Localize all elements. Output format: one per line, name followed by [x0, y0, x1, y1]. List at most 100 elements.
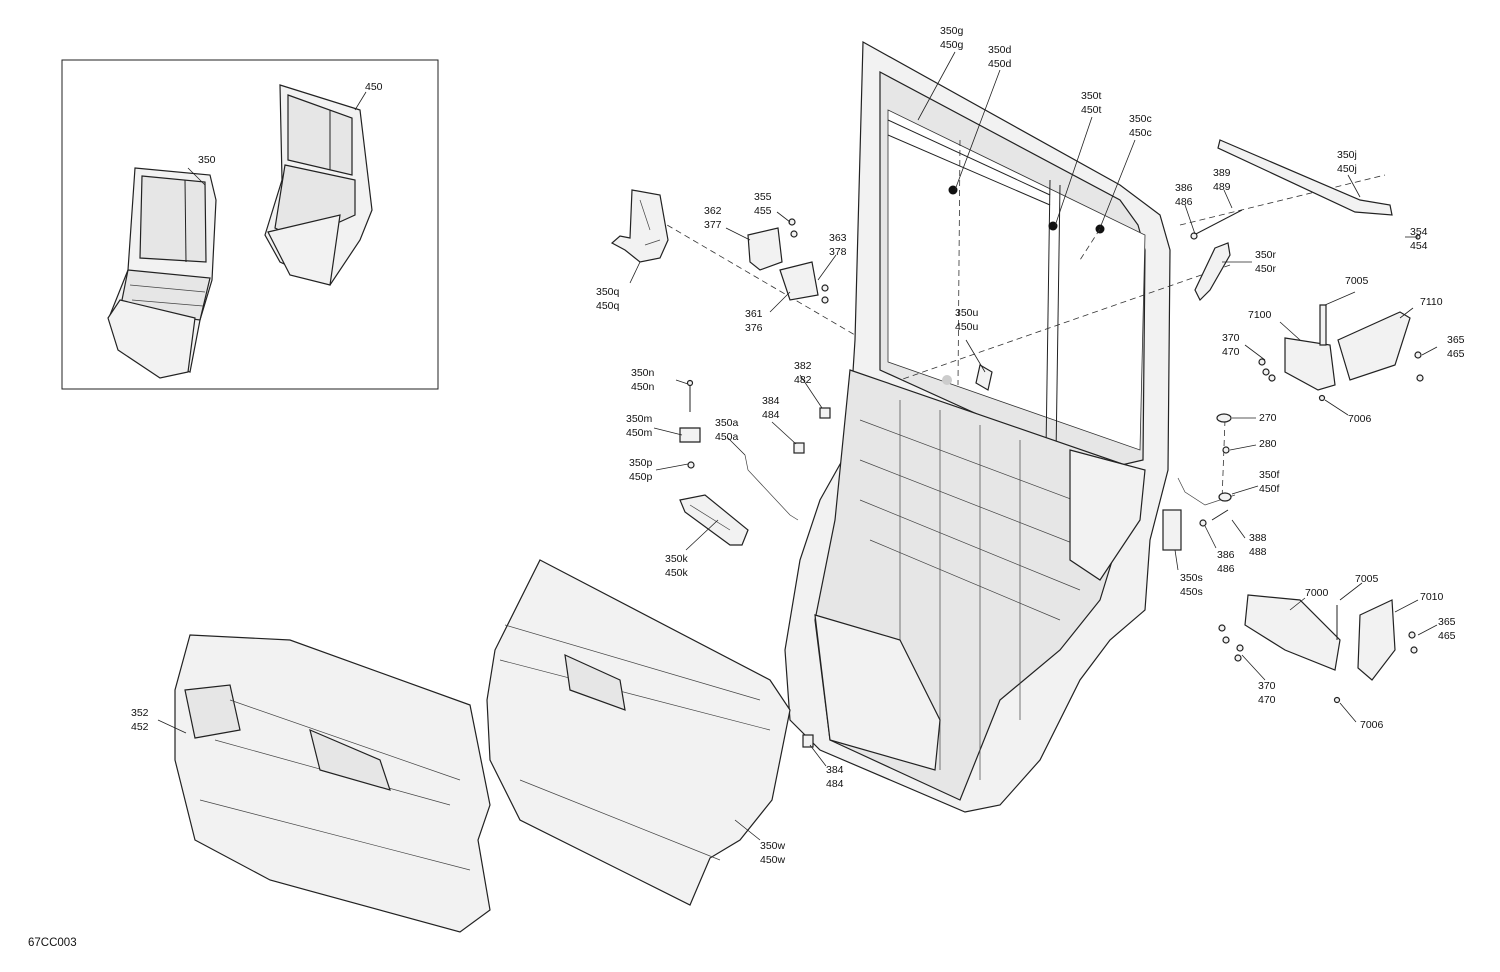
callout-363-b: 378 — [829, 246, 847, 258]
callout-350k-a: 350k — [665, 553, 689, 565]
callout-350r-b: 450r — [1255, 263, 1277, 275]
callout-352-a: 352 — [131, 707, 149, 719]
callout-280: 280 — [1259, 438, 1277, 450]
callout-386a-b: 486 — [1175, 196, 1193, 208]
bracket-361 — [779, 261, 819, 301]
callout-382-a: 382 — [794, 360, 812, 372]
callout-363-a: 363 — [829, 232, 847, 244]
callout-350f-a: 350f — [1259, 469, 1280, 481]
callout-labels: 350g 450g 350d 450d 350t 450t 350c 450c … — [131, 25, 1465, 866]
callout-350g-a: 350g — [940, 25, 964, 37]
callout-362-b: 377 — [704, 219, 722, 231]
callout-365a-b: 465 — [1447, 348, 1465, 360]
callout-7100: 7100 — [1248, 309, 1272, 321]
callout-7005a: 7005 — [1345, 275, 1369, 287]
callout-384a-a: 384 — [762, 395, 780, 407]
lock-parts-350n — [679, 379, 799, 521]
inset-label-350: 350 — [198, 154, 216, 166]
callout-370b-b: 470 — [1258, 694, 1276, 706]
interior-panel-350w — [486, 559, 791, 906]
callout-270: 270 — [1259, 412, 1277, 424]
callout-350u-b: 450u — [955, 321, 979, 333]
callout-350j-a: 350j — [1337, 149, 1357, 161]
callout-350g-b: 450g — [940, 39, 964, 51]
callout-7000: 7000 — [1305, 587, 1329, 599]
callout-389-a: 389 — [1213, 167, 1231, 179]
callout-388-b: 488 — [1249, 546, 1267, 558]
callout-350a-a: 350a — [715, 417, 739, 429]
callout-370a-b: 470 — [1222, 346, 1240, 358]
callout-350w-b: 450w — [760, 854, 786, 866]
callout-370b-a: 370 — [1258, 680, 1276, 692]
callout-370a-a: 370 — [1222, 332, 1240, 344]
inset-door-450 — [264, 84, 373, 286]
strut-350r — [1190, 209, 1421, 302]
callout-355-b: 455 — [754, 205, 772, 217]
window-rail-350j — [1217, 139, 1393, 216]
callout-350n-a: 350n — [631, 367, 655, 379]
callout-386a-a: 386 — [1175, 182, 1193, 194]
callout-350p-b: 450p — [629, 471, 653, 483]
callout-384a-b: 484 — [762, 409, 780, 421]
callout-7005b: 7005 — [1355, 573, 1379, 585]
inset-door-350 — [107, 167, 217, 379]
callout-350m-a: 350m — [626, 413, 653, 425]
callout-384b-b: 484 — [826, 778, 844, 790]
interior-panel-352 — [174, 634, 491, 933]
callout-350m-b: 450m — [626, 427, 653, 439]
callout-350q-a: 350q — [596, 286, 620, 298]
callout-350s-b: 450s — [1180, 586, 1203, 598]
callout-365b-b: 465 — [1438, 630, 1456, 642]
drawing-id: 67CC003 — [28, 937, 77, 949]
callout-365b-a: 365 — [1438, 616, 1456, 628]
callout-350w-a: 350w — [760, 840, 786, 852]
callout-7006b: 7006 — [1360, 719, 1384, 731]
callout-350t-b: 450t — [1081, 104, 1102, 116]
door-frame — [784, 40, 1171, 813]
callout-365a-a: 365 — [1447, 334, 1465, 346]
callout-361-a: 361 — [745, 308, 763, 320]
callout-350j-b: 450j — [1337, 163, 1357, 175]
callout-7010: 7010 — [1420, 591, 1444, 603]
callout-350a-b: 450a — [715, 431, 739, 443]
callout-384b-a: 384 — [826, 764, 844, 776]
callout-361-b: 376 — [745, 322, 763, 334]
callout-350f-b: 450f — [1259, 483, 1280, 495]
bracket-362 — [747, 227, 783, 271]
callout-350r-a: 350r — [1255, 249, 1277, 261]
hinge-lower — [1218, 594, 1418, 704]
screws-355 — [788, 218, 829, 304]
latch-350q — [610, 189, 669, 263]
callout-7006a: 7006 — [1348, 413, 1372, 425]
callout-7110: 7110 — [1420, 296, 1443, 308]
clips-382-384 — [793, 407, 831, 748]
callout-350c-a: 350c — [1129, 113, 1152, 125]
hinge-upper — [1258, 304, 1424, 402]
callout-350d-b: 450d — [988, 58, 1012, 70]
handle-350k — [679, 494, 749, 546]
callout-389-b: 489 — [1213, 181, 1231, 193]
callout-388-a: 388 — [1249, 532, 1267, 544]
inset-panel: 350 450 — [61, 59, 439, 390]
callout-350n-b: 450n — [631, 381, 655, 393]
callout-362-a: 362 — [704, 205, 722, 217]
inset-label-450: 450 — [365, 81, 383, 93]
callout-354-a: 354 — [1410, 226, 1428, 238]
callout-352-b: 452 — [131, 721, 149, 733]
callout-382-b: 482 — [794, 374, 812, 386]
callout-leaders — [157, 51, 1438, 841]
callout-350d-a: 350d — [988, 44, 1012, 56]
callout-350k-b: 450k — [665, 567, 689, 579]
callout-350q-b: 450q — [596, 300, 620, 312]
callout-350s-a: 350s — [1180, 572, 1203, 584]
callout-350p-a: 350p — [629, 457, 653, 469]
callout-355-a: 355 — [754, 191, 772, 203]
callout-350c-b: 450c — [1129, 127, 1152, 139]
parts-270-280-350f — [1162, 413, 1236, 551]
callout-386b-a: 386 — [1217, 549, 1235, 561]
dashed-leaders — [649, 139, 1386, 501]
callout-350u-a: 350u — [955, 307, 979, 319]
callout-354-b: 454 — [1410, 240, 1428, 252]
callout-386b-b: 486 — [1217, 563, 1235, 575]
